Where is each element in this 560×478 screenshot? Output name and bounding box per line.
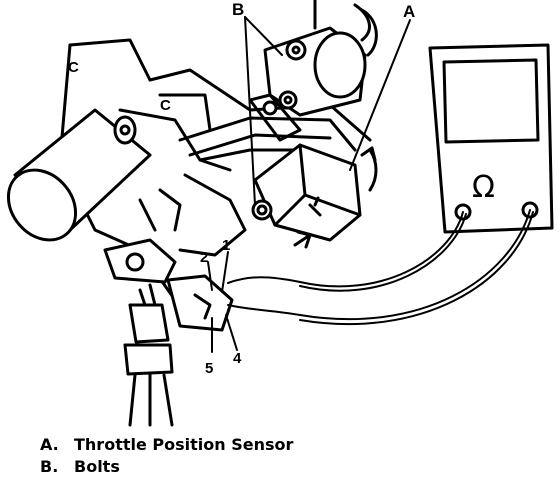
legend: A. Throttle Position Sensor B. Bolts (40, 434, 540, 478)
legend-item-a: A. Throttle Position Sensor (40, 434, 540, 456)
throttle-position-sensor-diagram: C C (6, 0, 554, 427)
pin-label-4: 4 (233, 350, 242, 367)
test-leads (227, 209, 534, 325)
ohmmeter: Ω (428, 43, 554, 234)
harness-connector (103, 238, 234, 427)
throttle-position-sensor (253, 143, 378, 249)
legend-letter: B. (40, 457, 59, 476)
pin-label-5: 5 (205, 360, 213, 377)
legend-letter: A. (40, 435, 59, 454)
callout-b: B (232, 0, 244, 19)
mounting-bolts (251, 90, 298, 221)
legend-text: Throttle Position Sensor (74, 435, 294, 454)
leader-lines (207, 16, 411, 353)
legend-text: Bolts (74, 457, 120, 476)
legend-item-b: B. Bolts (40, 456, 540, 478)
callout-a: A (403, 2, 415, 21)
pin-label-2: 2 (200, 249, 208, 266)
svg-text:C: C (68, 59, 79, 76)
pin-label-1: 1 (222, 237, 230, 254)
inlet-pipe (6, 108, 152, 242)
svg-text:C: C (160, 97, 171, 114)
ohm-symbol: Ω (472, 170, 495, 205)
throttle-linkage (178, 93, 357, 157)
